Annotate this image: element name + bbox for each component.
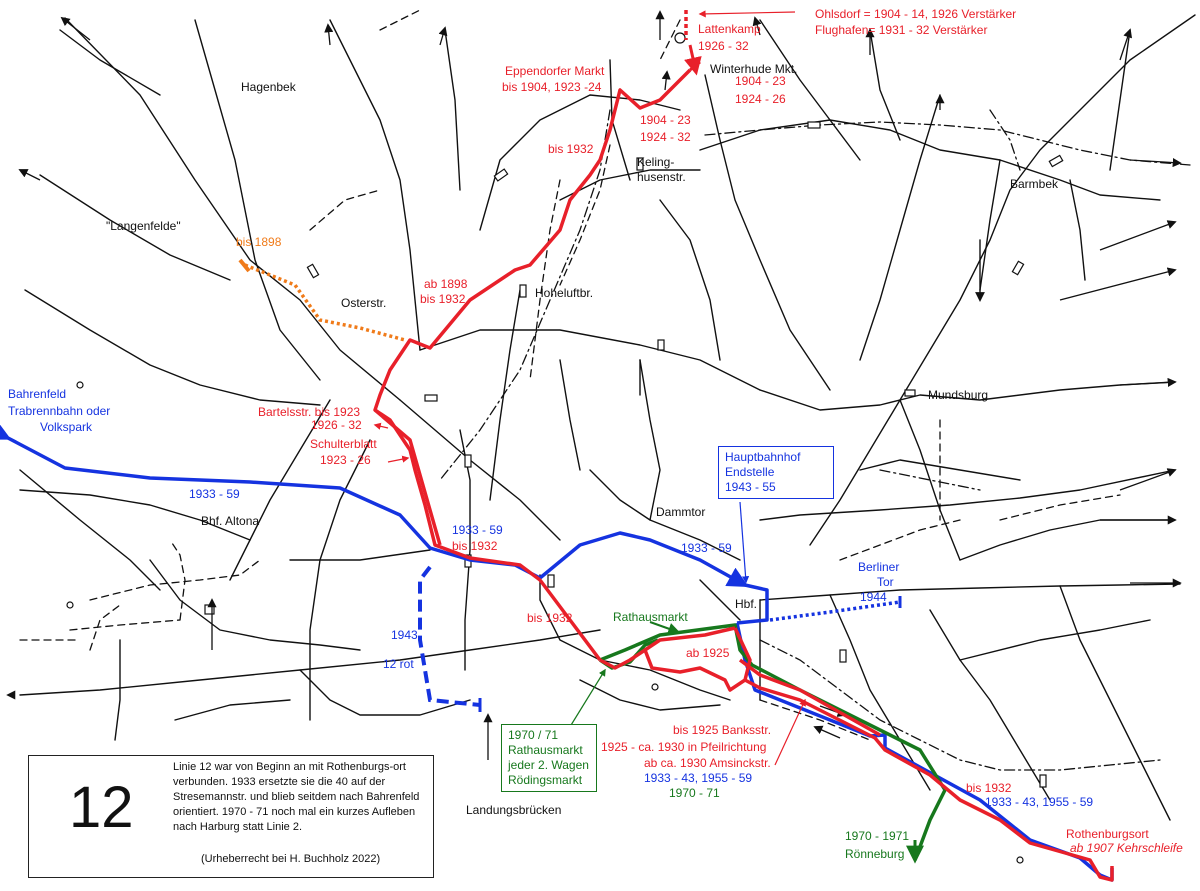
label-bartelsstr: Bartelsstr. bis 1923 [258, 405, 361, 419]
label-hagenbek: Hagenbek [241, 80, 296, 94]
rathausmarkt-box-line4: Rödingsmarkt [508, 773, 583, 787]
label-eppendorf-winterhude-years-2: 1924 - 32 [640, 130, 691, 144]
label-east-blue-years: 1933 - 43, 1955 - 59 [985, 795, 1094, 809]
blue-pointer-hbf [739, 501, 750, 584]
red-pointer-lattenkamp [684, 44, 702, 76]
label-lattenkamp-years: 1926 - 32 [698, 39, 749, 53]
label-volkspark: Volkspark [40, 420, 93, 434]
label-1933-59-west: 1933 - 59 [189, 487, 240, 501]
label-flughafen: Flughafen= 1931 - 32 Verstärker [815, 23, 988, 37]
rathausmarkt-box-line1: 1970 / 71 [508, 728, 559, 742]
label-bis-1932-osterstr: bis 1932 [420, 292, 466, 306]
label-trabrennbahn: Trabrennbahn oder [8, 404, 111, 418]
route-blue-berliner-tor-dotted [769, 600, 901, 622]
label-kehrschleife: ab 1907 Kehrschleife [1070, 841, 1183, 855]
label-pfeilrichtung: 1925 - ca. 1930 in Pfeilrichtung [601, 740, 767, 754]
red-pointer-amsinck [774, 698, 806, 766]
info-box: 12 Linie 12 war von Beginn an mit Rothen… [28, 755, 434, 878]
label-eppendorfer-markt: Eppendorfer Markt [505, 64, 605, 78]
label-1970-1971: 1970 - 1971 [845, 829, 910, 843]
label-rothenburgsort: Rothenburgsort [1066, 827, 1149, 841]
label-1943: 1943 [391, 628, 418, 642]
network-lines [19, 14, 1196, 821]
label-schulterblatt-years: 1923 - 26 [320, 453, 371, 467]
rathausmarkt-box: 1970 / 71 Rathausmarkt jeder 2. Wagen Rö… [501, 724, 597, 792]
red-pointer-bartels [373, 422, 389, 430]
label-schulterblatt: Schulterblatt [310, 437, 377, 451]
rathausmarkt-box-line2: Rathausmarkt [508, 743, 583, 757]
label-bis-1932-east: bis 1932 [966, 781, 1012, 795]
label-amsinck-blue-years: 1933 - 43, 1955 - 59 [644, 771, 753, 785]
label-barmbek: Barmbek [1010, 177, 1059, 191]
label-osterstr: Osterstr. [341, 296, 387, 310]
label-berliner: Berliner [858, 560, 900, 574]
red-pointer-schulter [387, 455, 410, 463]
green-pointer-rathausmarkt [649, 621, 681, 635]
copyright: (Urheberrecht bei H. Buchholz 2022) [201, 853, 381, 865]
label-bis-1932-center: bis 1932 [452, 539, 498, 553]
info-text: Linie 12 war von Beginn an mit Rothenbur… [173, 761, 420, 833]
label-ab-1898: ab 1898 [424, 277, 468, 291]
hauptbahnhof-box-line3: 1943 - 55 [725, 480, 776, 494]
label-lattenkamp: Lattenkamp [698, 22, 761, 36]
label-bis-1898: bis 1898 [236, 235, 282, 249]
label-bahrenfeld: Bahrenfeld [8, 387, 67, 401]
label-amsinckstr: ab ca. 1930 Amsinckstr. [644, 756, 771, 770]
label-bartelsstr-years: 1926 - 32 [311, 418, 362, 432]
label-hoheluftbr: Hoheluftbr. [535, 286, 594, 300]
line-number: 12 [69, 775, 134, 840]
label-tor: Tor [877, 575, 894, 589]
hauptbahnhof-box-line1: Hauptbahnhof [725, 450, 801, 464]
label-rathausmarkt: Rathausmarkt [613, 610, 688, 624]
label-ab-1925: ab 1925 [686, 646, 730, 660]
label-landungsbruecken: Landungsbrücken [466, 803, 562, 817]
label-dammtor: Dammtor [656, 505, 706, 519]
label-kelinghusenstr-2: husenstr. [637, 170, 686, 184]
label-bhf-altona: Bhf. Altona [201, 514, 260, 528]
label-eppendorf-winterhude-years-1: 1904 - 23 [640, 113, 691, 127]
route-orange-1898 [244, 263, 406, 342]
label-winterhude-years-2: 1924 - 26 [735, 92, 786, 106]
label-roenneburg: Rönneburg [845, 847, 905, 861]
rathausmarkt-box-line3: jeder 2. Wagen [508, 758, 589, 772]
label-ohlsdorf: Ohlsdorf = 1904 - 14, 1926 Verstärker [815, 7, 1017, 21]
label-mundsburg: Mundsburg [928, 388, 989, 402]
network-dashed-lines [19, 9, 1121, 741]
label-bis-1932-south: bis 1932 [527, 611, 573, 625]
label-winterhude: Winterhude Mkt. [710, 62, 798, 76]
label-bis-1932-north: bis 1932 [548, 142, 594, 156]
label-langenfelde: "Langenfelde" [106, 219, 181, 233]
label-12-rot: 12 rot [383, 657, 414, 671]
label-1933-59-center: 1933 - 59 [452, 523, 503, 537]
label-kelinghusenstr-1: Keling- [637, 155, 675, 169]
network-dashdot-lines [439, 109, 1191, 771]
label-hbf: Hbf. [735, 597, 758, 611]
hauptbahnhof-box: Hauptbahnhof Endstelle 1943 - 55 [718, 446, 834, 499]
route-orange-end-bar [238, 258, 251, 273]
label-1944: 1944 [860, 590, 887, 604]
label-banksstr: bis 1925 Banksstr. [673, 723, 772, 737]
label-1970-71: 1970 - 71 [669, 786, 720, 800]
red-pointer-ohlsdorf [698, 10, 796, 18]
direction-arrows [6, 10, 1182, 760]
route-blue-1943-dashed [418, 565, 481, 707]
route-blue-west-arrow [0, 423, 17, 444]
hauptbahnhof-box-line2: Endstelle [725, 465, 775, 479]
label-1933-59-dammtor: 1933 - 59 [681, 541, 732, 555]
label-winterhude-years-1: 1904 - 23 [735, 74, 786, 88]
green-pointer-box [567, 668, 606, 731]
label-eppendorfer-years: bis 1904, 1923 -24 [502, 80, 602, 94]
